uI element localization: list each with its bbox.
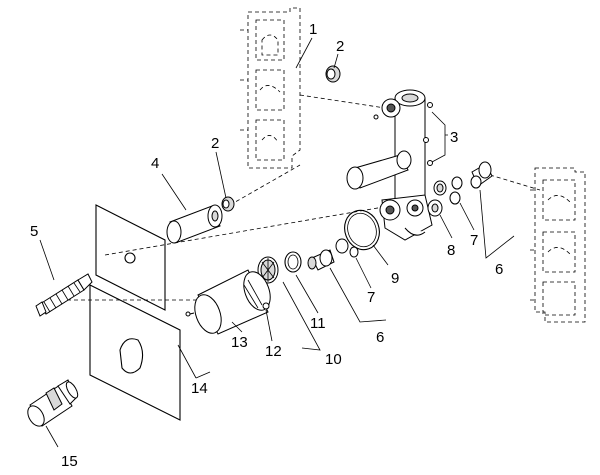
part-12-screw [185,302,270,317]
callout-14: 14 [191,380,208,397]
callout-13: 13 [231,334,248,351]
callout-labels: 1 2 2 3 4 5 6 6 7 7 8 9 10 11 12 13 14 1… [30,21,503,470]
callout-12: 12 [265,343,282,360]
part-10-disk [257,256,279,284]
mounting-bracket-right [530,167,586,323]
callout-4: 4 [151,155,159,172]
assembly-axis-lines [60,94,541,301]
callout-11: 11 [310,315,326,332]
part-2-lower-nut [221,196,235,212]
mounting-bracket-left [240,7,301,169]
valve-body [346,89,433,241]
leader-lines [39,37,515,448]
callout-2-lower: 2 [211,135,219,152]
callout-2-top: 2 [336,38,344,55]
right-fittings [427,161,493,217]
callout-1: 1 [309,21,317,38]
callout-7-right: 7 [470,232,478,249]
part-5-spindle [35,273,93,317]
part-15-cartridge [27,379,79,427]
callout-8: 8 [447,242,455,259]
middle-fittings [307,238,359,271]
callout-15: 15 [61,453,78,470]
callout-6-right: 6 [495,261,503,278]
callout-9: 9 [391,270,399,287]
part-2-top-nut [325,65,341,83]
part-14-cover-plates [89,204,181,421]
part-4-sleeve [166,204,223,244]
callout-10: 10 [325,351,342,368]
part-11-ring [284,251,302,273]
part-9-oring [344,209,380,251]
callout-5: 5 [30,223,38,240]
callout-3: 3 [450,129,458,146]
callout-7-middle: 7 [367,289,375,306]
part-13-housing [194,269,271,335]
callout-6-middle: 6 [376,329,384,346]
